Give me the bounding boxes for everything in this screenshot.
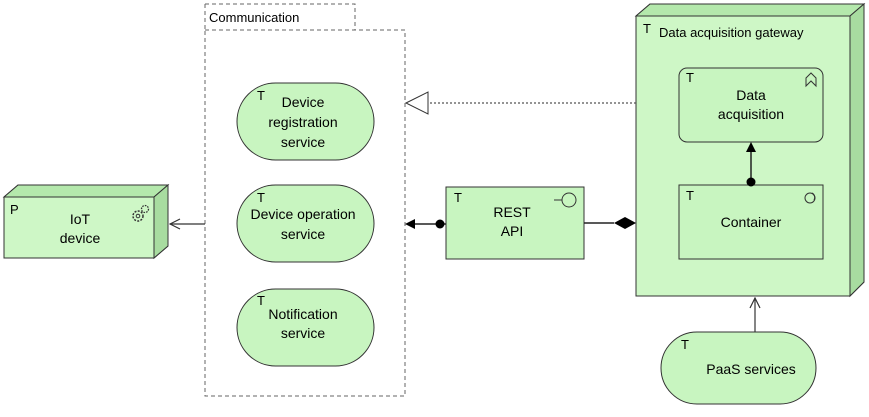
data-acquisition-line1: Data <box>736 87 766 103</box>
notification-line1: Notification <box>268 306 337 322</box>
data-acquisition-node[interactable]: T Data acquisition <box>678 67 824 143</box>
container-line1: Container <box>721 214 782 230</box>
paas-line1: PaaS services <box>706 361 795 377</box>
notification-line2: service <box>281 325 326 341</box>
device-registration-line3: service <box>281 134 326 150</box>
notification-node[interactable]: T Notification service <box>236 288 375 367</box>
rest-api-node[interactable]: T REST API <box>445 186 585 260</box>
device-operation-tag: T <box>257 190 265 205</box>
data-acquisition-line2: acquisition <box>718 106 784 122</box>
device-registration-line1: Device <box>282 94 325 110</box>
container-node[interactable]: T Container <box>678 184 824 260</box>
data-acquisition-tag: T <box>686 70 694 85</box>
iot-device-line1: IoT <box>70 211 91 227</box>
device-registration-node[interactable]: T Device registration service <box>236 82 375 161</box>
device-operation-node[interactable]: T Device operation service <box>236 184 375 263</box>
gateway-title: Data acquisition gateway <box>659 25 804 40</box>
realization-connector[interactable] <box>404 91 636 115</box>
notification-tag: T <box>257 293 265 308</box>
gears-icon <box>132 204 150 222</box>
paas-node[interactable]: T PaaS services <box>660 331 817 405</box>
composition-connector[interactable] <box>584 217 636 229</box>
interface-icon <box>554 192 577 208</box>
function-icon <box>805 72 817 88</box>
device-registration-line2: registration <box>268 114 337 130</box>
device-registration-tag: T <box>257 88 265 103</box>
iot-device-tag: P <box>10 202 19 217</box>
container-tag: T <box>686 188 694 203</box>
paas-tag: T <box>681 337 689 352</box>
iot-device-node[interactable]: P IoT device <box>2 183 170 260</box>
assignment-connector-container[interactable] <box>746 142 756 187</box>
rest-api-line2: API <box>501 223 524 239</box>
system-software-icon <box>804 192 816 204</box>
communication-title: Communication <box>209 10 299 25</box>
device-operation-line1: Device operation <box>250 206 355 222</box>
rest-api-line1: REST <box>493 204 531 220</box>
assignment-connector-rest[interactable] <box>405 219 446 229</box>
rest-api-tag: T <box>454 190 462 205</box>
device-operation-line2: service <box>281 226 326 242</box>
gateway-tag: T <box>643 21 651 36</box>
iot-device-line2: device <box>60 230 101 246</box>
